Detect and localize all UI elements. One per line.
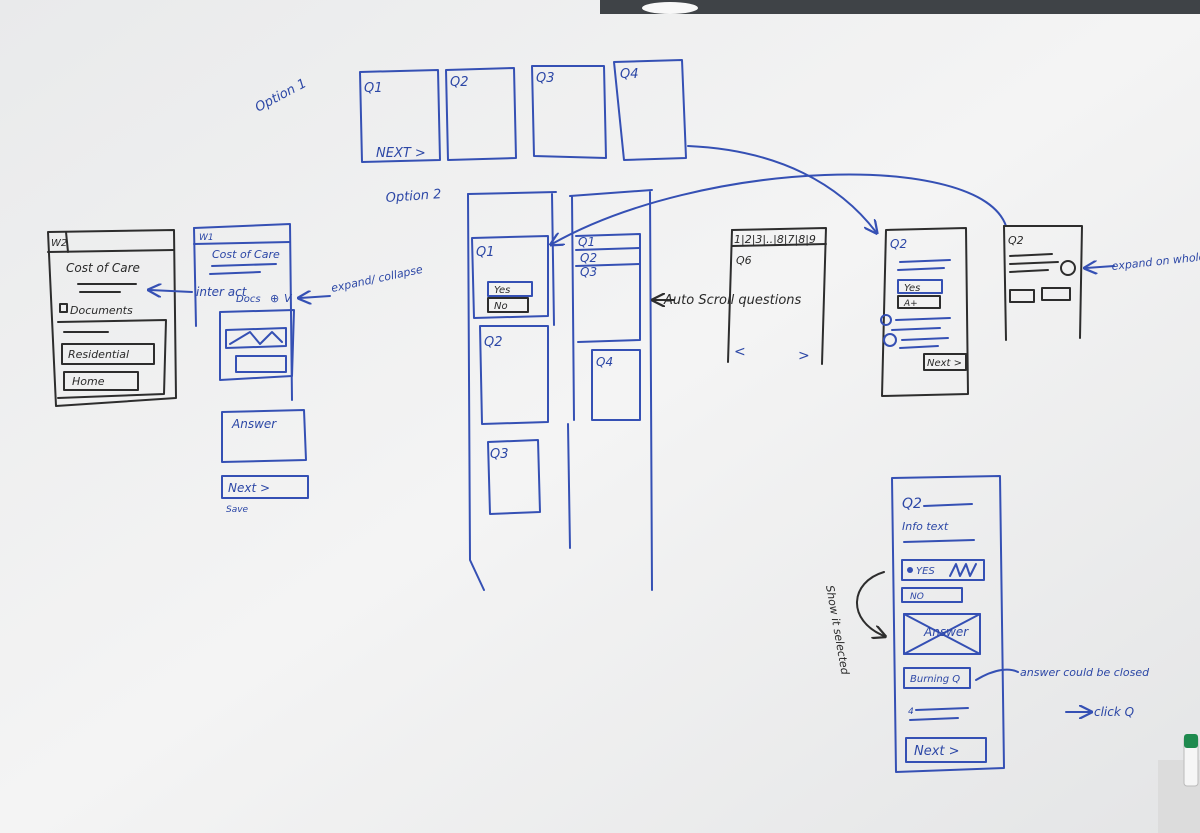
arrow-q4-to-q2-mock <box>687 145 876 232</box>
option2-col2-q4: Q4 <box>596 355 613 369</box>
bottom-next: Next > <box>914 744 960 759</box>
option1-q1-title: Q1 <box>364 81 383 96</box>
w2-title: Cost of Care <box>66 261 140 275</box>
pagination-mock: 1|2|3|..|8|7|8|9 Q6 < > <box>727 227 827 365</box>
answer-closed-arrow <box>975 668 1019 681</box>
bottom-answer-crossed: Answer <box>923 625 969 639</box>
q2-mock-aplus: A+ <box>903 299 918 309</box>
pagination-next-chevron: > <box>798 348 810 364</box>
marker-pen-cap <box>1184 734 1198 748</box>
bottom-info-text: Info text <box>902 520 949 533</box>
option2-col2-q3: Q3 <box>580 265 597 279</box>
option1-q1-card: Q1 NEXT > <box>359 69 441 163</box>
option1-q3-card: Q3 <box>531 65 607 159</box>
w1-answer: Answer <box>231 417 277 431</box>
option2-col2-q2: Q2 <box>580 251 597 265</box>
auto-scroll-label: Auto Scroll questions <box>663 293 802 308</box>
option2-yes: Yes <box>494 285 510 296</box>
bottom-selected-dot <box>907 567 913 573</box>
option2-no: No <box>494 301 508 312</box>
bottom-phone-sketch: Q2 Info text YES NO Answer Burning Q 4 N… <box>891 475 1005 773</box>
w1-docs: Docs <box>236 294 261 305</box>
w1-chevron: V <box>284 292 293 305</box>
option2-col1-q1: Q1 <box>476 245 495 260</box>
w1-next: Next > <box>228 481 270 495</box>
w1-save: Save <box>226 505 249 515</box>
option2-column-2: Q1 Q2 Q3 Q4 <box>569 189 653 591</box>
pagination-q6: Q6 <box>736 254 752 267</box>
pagination-prev-chevron: < <box>734 344 746 360</box>
arrow-q2-card-to-option2 <box>552 173 1007 244</box>
option1-q2-card: Q2 <box>445 67 517 161</box>
w2-label: W2 <box>51 238 67 249</box>
w1-expand-icon: ⊕ <box>270 292 279 305</box>
q2-mock-title: Q2 <box>890 237 907 251</box>
w1-phone-sketch: W1 Cost of Care Docs ⊕ V Answer Next > S… <box>193 223 309 515</box>
w1-label: W1 <box>199 233 214 243</box>
expand-whole-arrow <box>1086 266 1115 268</box>
q2-mock: Q2 Yes A+ Next > <box>880 227 969 397</box>
w2-documents: Documents <box>70 304 133 317</box>
pagination-numbers: 1|2|3|..|8|7|8|9 <box>734 233 816 246</box>
bottom-info-4: 4 <box>908 707 914 717</box>
option2-col1-q3: Q3 <box>490 447 509 462</box>
q2-mock-yes: Yes <box>904 283 920 294</box>
interact-arrow <box>150 290 193 292</box>
option2-column-1: Q1 Yes No Q2 Q3 <box>467 191 571 591</box>
show-selected-arrow <box>856 571 884 636</box>
expand-collapse-arrow <box>300 296 331 298</box>
option1-q4-card: Q4 <box>613 59 687 161</box>
option2-col1-q2: Q2 <box>484 335 503 350</box>
click-q-label: click Q <box>1094 705 1134 719</box>
w1-title: Cost of Care <box>212 248 280 261</box>
interact-label: inter act <box>196 285 248 299</box>
q2-mock-next: Next > <box>927 358 962 369</box>
w2-phone-sketch: W2 Cost of Care Documents Residential Ho… <box>47 229 177 407</box>
option2-col2-q1: Q1 <box>578 235 595 249</box>
option1-q3-title: Q3 <box>536 71 555 86</box>
w2-residential: Residential <box>68 348 129 361</box>
q2-card-right: Q2 <box>1003 225 1083 341</box>
bottom-yes: YES <box>916 566 935 577</box>
option1-next: NEXT > <box>376 146 426 161</box>
answer-closed-label: answer could be closed <box>1020 666 1150 679</box>
option2-label: Option 2 <box>385 187 442 206</box>
option1-q2-title: Q2 <box>450 75 469 90</box>
ceiling-light <box>642 2 698 14</box>
bottom-q2-title: Q2 <box>902 496 922 512</box>
q2-card-title: Q2 <box>1008 234 1024 247</box>
bottom-no: NO <box>910 592 924 602</box>
option1-q4-title: Q4 <box>620 67 639 82</box>
ceiling-strip <box>600 0 1200 14</box>
bottom-burning-q: Burning Q <box>910 674 960 685</box>
w2-home: Home <box>72 375 105 388</box>
